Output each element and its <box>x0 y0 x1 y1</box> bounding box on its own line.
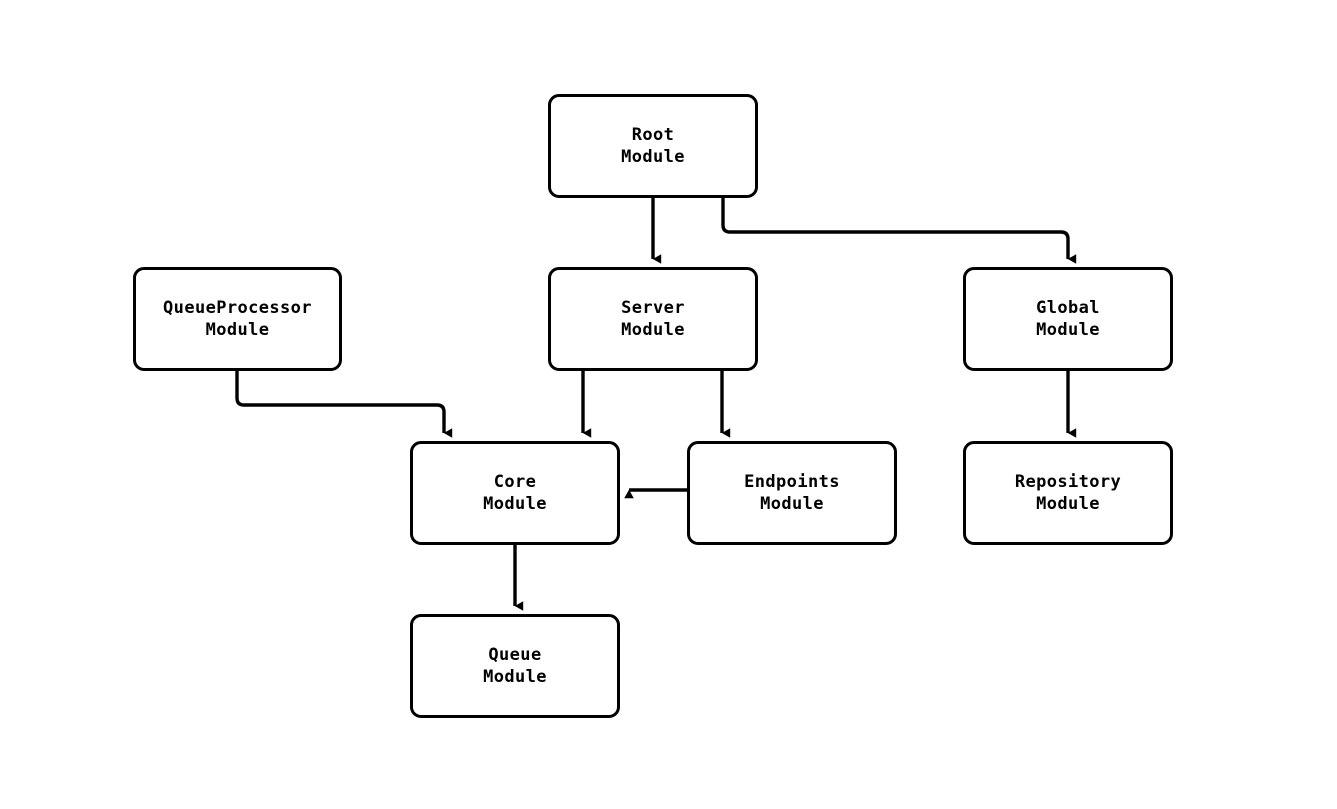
node-queue-module-name: Queue <box>488 645 542 665</box>
node-global-module-suffix: Module <box>1036 320 1100 340</box>
node-endpoints-module[interactable]: Endpoints Module <box>687 441 897 545</box>
node-repository-module-name: Repository <box>1014 472 1122 492</box>
node-endpoints-module-name: Endpoints <box>744 472 840 492</box>
node-queueprocessor-module-name: QueueProcessor <box>163 298 312 318</box>
node-queueprocessor-module-suffix: Module <box>205 320 270 340</box>
node-root-module-name: Root <box>631 125 675 145</box>
edge-root-to-global <box>721 198 1077 264</box>
node-repository-module[interactable]: Repository Module <box>963 441 1173 545</box>
node-core-module-suffix: Module <box>483 494 547 514</box>
node-core-module[interactable]: Core Module <box>410 441 620 545</box>
node-endpoints-module-suffix: Module <box>760 494 824 514</box>
node-queueprocessor-module[interactable]: QueueProcessor Module <box>133 267 342 371</box>
node-root-module[interactable]: Root Module <box>548 94 758 198</box>
node-global-module-name: Global <box>1036 298 1100 318</box>
edge-queueprocessor-to-core <box>235 371 453 438</box>
node-server-module-suffix: Module <box>621 320 685 340</box>
node-global-module[interactable]: Global Module <box>963 267 1173 371</box>
node-core-module-name: Core <box>493 472 537 492</box>
node-server-module[interactable]: Server Module <box>548 267 758 371</box>
node-repository-module-suffix: Module <box>1036 494 1100 514</box>
node-server-module-name: Server <box>621 298 685 318</box>
node-queue-module[interactable]: Queue Module <box>410 614 620 718</box>
node-queue-module-suffix: Module <box>483 667 547 687</box>
node-root-module-suffix: Module <box>621 147 685 167</box>
